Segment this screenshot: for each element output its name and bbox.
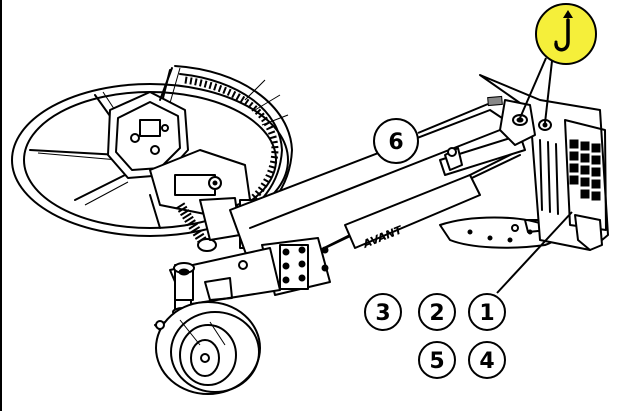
callout-1-circle <box>468 293 506 331</box>
callout-5-circle <box>418 341 456 379</box>
hook-leader-line-2 <box>544 60 553 124</box>
coupling-plate <box>261 237 331 296</box>
callout-2-label: 2 <box>429 301 444 326</box>
lifting-hook-icon <box>519 3 597 124</box>
mount-plate <box>444 74 609 251</box>
callout-3-circle <box>364 293 402 331</box>
callout-1-label: 1 <box>479 301 494 326</box>
callout-4-circle <box>468 341 506 379</box>
hook-leader-line-1 <box>519 57 547 119</box>
warning-label-grid <box>569 139 601 201</box>
callout-4-label: 4 <box>479 349 494 374</box>
callout-1-leader <box>496 211 573 294</box>
callout-6: 6 <box>373 103 489 164</box>
caster-bracket <box>169 247 281 323</box>
callout-6-label: 6 <box>388 130 403 155</box>
callout-group: 3 2 1 5 4 <box>364 211 573 379</box>
callout-5-label: 5 <box>429 349 444 374</box>
callout-3-label: 3 <box>375 301 390 326</box>
callout-2-circle <box>418 293 456 331</box>
callout-6-leader <box>417 103 489 134</box>
caster-wheel <box>154 301 261 395</box>
